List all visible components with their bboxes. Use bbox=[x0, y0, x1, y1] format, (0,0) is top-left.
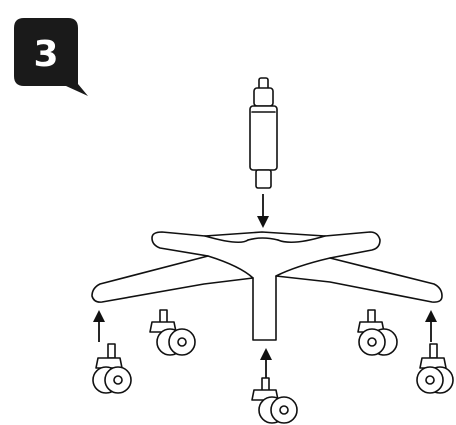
arrow-cylinder-to-base bbox=[257, 194, 269, 228]
arrow-caster-center bbox=[260, 348, 272, 380]
arrow-caster-right bbox=[425, 310, 437, 342]
caster-wheel-inner-left bbox=[150, 310, 195, 355]
gas-cylinder bbox=[250, 78, 277, 188]
caster-wheel-far-left bbox=[93, 344, 131, 393]
caster-wheel-far-right bbox=[417, 344, 453, 393]
step-number: 3 bbox=[33, 34, 58, 75]
caster-wheel-inner-right bbox=[358, 310, 397, 355]
arrow-caster-left bbox=[93, 310, 105, 342]
five-star-base bbox=[92, 232, 442, 340]
step-badge: 3 bbox=[14, 18, 88, 96]
caster-wheel-center bbox=[252, 378, 297, 423]
